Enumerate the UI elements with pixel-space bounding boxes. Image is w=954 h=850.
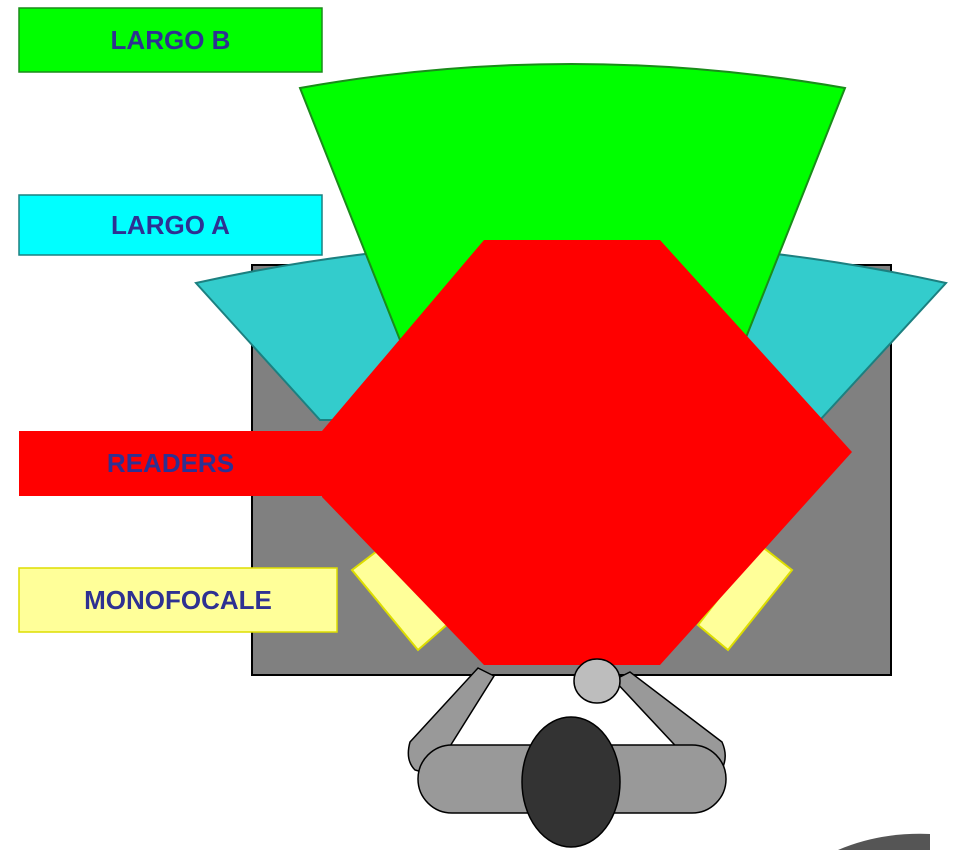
readers-label: READERS <box>106 448 235 478</box>
largo-a-label: LARGO A <box>111 209 230 240</box>
corner-decoration <box>838 833 930 850</box>
readers-zone <box>322 240 852 665</box>
readers-label-bg <box>19 431 322 496</box>
largo-a-label-bg <box>18 194 323 256</box>
monofocale-label-bg <box>18 567 338 633</box>
monofocale-label: MONOFOCALE <box>84 584 272 615</box>
person-head <box>521 716 621 848</box>
largo-b-label-bg <box>18 7 323 73</box>
largo-b-label: LARGO B <box>110 24 231 55</box>
person-hand <box>573 658 621 704</box>
largo-b-zone <box>298 63 847 341</box>
